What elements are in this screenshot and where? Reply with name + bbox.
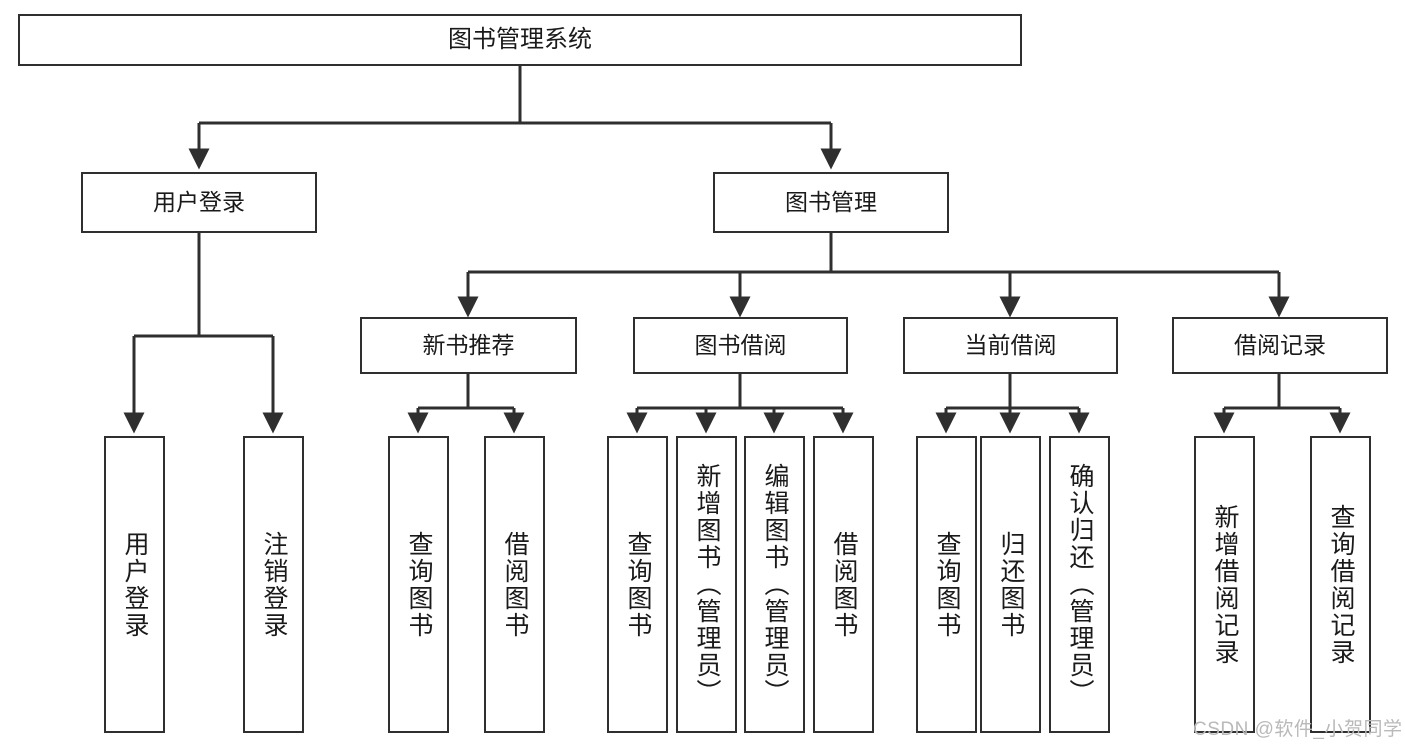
- node-label: 借阅记录: [1234, 331, 1326, 358]
- leaf-user-login-logout[interactable]: 注销登录: [243, 436, 304, 733]
- leaf-record-query-record[interactable]: 查询借阅记录: [1310, 436, 1371, 733]
- node-user-login[interactable]: 用户登录: [81, 172, 317, 233]
- leaf-borrow-borrow-book[interactable]: 借阅图书: [813, 436, 874, 733]
- node-borrow-record[interactable]: 借阅记录: [1172, 317, 1388, 374]
- node-label: 借阅图书: [501, 530, 529, 639]
- node-label: 用户登录: [121, 530, 149, 639]
- node-label: 查询借阅记录: [1327, 503, 1355, 666]
- node-label: 当前借阅: [964, 331, 1057, 358]
- leaf-borrow-edit-book-admin[interactable]: 编辑图书（管理员）: [744, 436, 805, 733]
- leaf-current-confirm-return-admin[interactable]: 确认归还（管理员）: [1049, 436, 1110, 733]
- leaf-current-query-book[interactable]: 查询图书: [916, 436, 977, 733]
- node-label: 归还图书: [997, 530, 1025, 639]
- node-label: 注销登录: [260, 530, 288, 639]
- node-label: 用户登录: [153, 188, 245, 215]
- node-label: 新增借阅记录: [1211, 503, 1239, 666]
- leaf-borrow-add-book-admin[interactable]: 新增图书（管理员）: [676, 436, 737, 733]
- leaf-record-add-record[interactable]: 新增借阅记录: [1194, 436, 1255, 733]
- leaf-current-return-book[interactable]: 归还图书: [980, 436, 1041, 733]
- node-label: 新增图书（管理员）: [693, 463, 721, 706]
- node-new-book-recommend[interactable]: 新书推荐: [360, 317, 577, 374]
- csdn-watermark: CSDN @软件_小贺同学: [1193, 719, 1403, 740]
- node-book-borrow[interactable]: 图书借阅: [633, 317, 848, 374]
- node-label: 图书借阅: [694, 331, 787, 358]
- node-root-book-management-system[interactable]: 图书管理系统: [18, 14, 1022, 66]
- node-label: 编辑图书（管理员）: [761, 463, 789, 706]
- leaf-user-login-login[interactable]: 用户登录: [104, 436, 165, 733]
- leaf-borrow-query-book[interactable]: 查询图书: [607, 436, 668, 733]
- node-label: 查询图书: [933, 530, 961, 639]
- node-book-management[interactable]: 图书管理: [713, 172, 949, 233]
- node-label: 确认归还（管理员）: [1066, 463, 1094, 706]
- node-label: 查询图书: [624, 530, 652, 639]
- leaf-recommend-borrow-book[interactable]: 借阅图书: [484, 436, 545, 733]
- node-label: 图书管理系统: [448, 25, 592, 53]
- node-label: 图书管理: [785, 188, 877, 215]
- node-label: 查询图书: [405, 530, 433, 639]
- node-label: 借阅图书: [830, 530, 858, 639]
- node-label: 新书推荐: [422, 331, 515, 358]
- leaf-recommend-query-book[interactable]: 查询图书: [388, 436, 449, 733]
- node-current-borrow[interactable]: 当前借阅: [903, 317, 1118, 374]
